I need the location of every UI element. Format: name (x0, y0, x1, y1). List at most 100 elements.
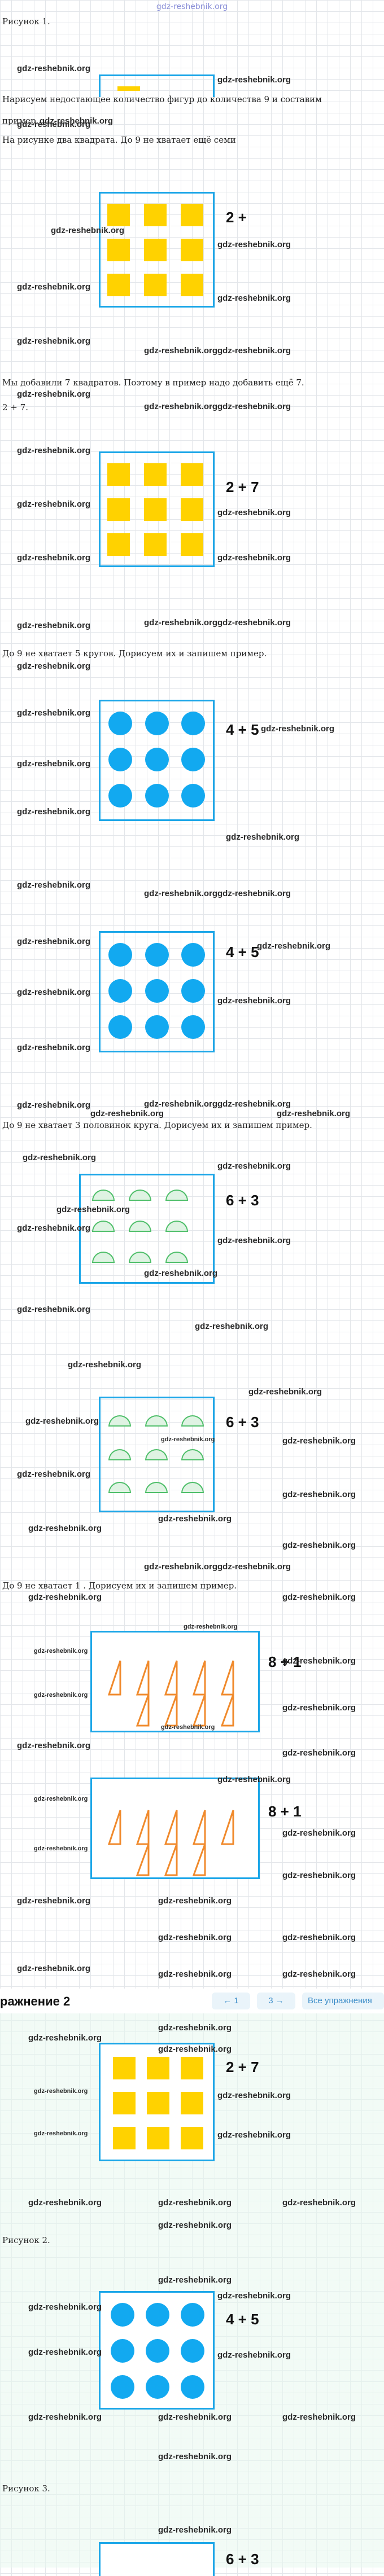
next-exercise-button[interactable]: 3 → (257, 1993, 295, 2009)
watermark: gdz-reshebnik.org (17, 1741, 91, 1750)
watermark: gdz-reshebnik.org (217, 2291, 291, 2301)
watermark: gdz-reshebnik.org (34, 2088, 88, 2095)
watermark: gdz-reshebnik.org (23, 1153, 97, 1162)
watermark: gdz-reshebnik.org (28, 2302, 102, 2312)
watermark: gdz-reshebnik.org (17, 282, 91, 292)
watermark: gdz-reshebnik.org (158, 2023, 232, 2033)
equation-halves: 6 + 3 (226, 1192, 259, 1209)
watermark: gdz-reshebnik.org (217, 1562, 291, 1572)
watermark: gdz-reshebnik.org (17, 1305, 91, 1314)
watermark: gdz-reshebnik.org (158, 1933, 232, 1942)
figure-box-squares (99, 192, 215, 308)
watermark: gdz-reshebnik.org (17, 1964, 91, 1973)
watermark: gdz-reshebnik.org (17, 120, 91, 129)
watermark: gdz-reshebnik.org (158, 2275, 232, 2285)
figure-box-halves (99, 1397, 215, 1512)
watermark: gdz-reshebnik.org (28, 2033, 102, 2043)
watermark: gdz-reshebnik.org (158, 1514, 232, 1524)
watermark: gdz-reshebnik.org (217, 240, 291, 249)
intro-text-2: пример. (2, 116, 39, 126)
equation-squares: 2 + 7 (226, 2059, 259, 2075)
watermark: gdz-reshebnik.org (17, 880, 91, 890)
watermark: gdz-reshebnik.org (161, 1724, 215, 1731)
watermark: gdz-reshebnik.org (68, 1360, 142, 1370)
watermark: gdz-reshebnik.org (282, 1541, 356, 1550)
watermark: gdz-reshebnik.org (144, 346, 218, 356)
watermark: gdz-reshebnik.org (195, 1322, 269, 1331)
watermark: gdz-reshebnik.org (17, 553, 91, 563)
watermark: gdz-reshebnik.org (17, 499, 91, 509)
watermark: gdz-reshebnik.org (28, 2198, 102, 2208)
watermark: gdz-reshebnik.org (226, 832, 300, 842)
triangles-group (107, 1810, 234, 1876)
watermark: gdz-reshebnik.org (34, 1648, 88, 1655)
watermark: gdz-reshebnik.org (282, 1592, 356, 1602)
watermark: gdz-reshebnik.org (17, 621, 91, 630)
watermark: gdz-reshebnik.org (144, 1099, 218, 1109)
watermark: gdz-reshebnik.org (17, 336, 91, 346)
watermark: gdz-reshebnik.org (158, 1969, 232, 1979)
watermark: gdz-reshebnik.org (277, 1109, 351, 1118)
watermark: gdz-reshebnik.org (217, 1775, 291, 1784)
intro-text-3: На рисунке два квадрата. До 9 не хватает… (2, 135, 236, 145)
watermark: gdz-reshebnik.org (17, 1469, 91, 1479)
watermark: gdz-reshebnik.org (17, 708, 91, 718)
watermark: gdz-reshebnik.org (217, 618, 291, 627)
watermark: gdz-reshebnik.org (158, 2044, 232, 2054)
watermark: gdz-reshebnik.org (158, 1896, 232, 1906)
triangles-text: До 9 не хватает 1 . Дорисуем их и запише… (2, 1581, 237, 1591)
watermark: gdz-reshebnik.org (144, 402, 218, 411)
watermark: gdz-reshebnik.org (56, 1205, 130, 1214)
watermark: gdz-reshebnik.org (34, 2130, 88, 2137)
site-title[interactable]: gdz-reshebnik.org (156, 2, 228, 11)
watermark: gdz-reshebnik.org (217, 2130, 291, 2140)
figure-box-triangles (90, 1631, 260, 1732)
watermark: gdz-reshebnik.org (217, 889, 291, 898)
watermark: gdz-reshebnik.org (217, 75, 291, 85)
equation-halves: 6 + 3 (226, 1414, 259, 1430)
all-exercises-button[interactable]: Все упражнения (302, 1993, 384, 2009)
prev-exercise-button[interactable]: ← 1 (212, 1993, 250, 2009)
watermark: gdz-reshebnik.org (17, 988, 91, 997)
watermark: gdz-reshebnik.org (282, 1933, 356, 1942)
equation-halves: 6 + 3 (226, 2551, 259, 2568)
watermark: gdz-reshebnik.org (34, 1845, 88, 1852)
picture2-label: Рисунок 2. (2, 2235, 50, 2245)
watermark: gdz-reshebnik.org (158, 2412, 232, 2422)
watermark: gdz-reshebnik.org (17, 446, 91, 455)
watermark: gdz-reshebnik.org (261, 724, 335, 734)
watermark: gdz-reshebnik.org (17, 807, 91, 817)
watermark: gdz-reshebnik.org (158, 2220, 232, 2230)
equation-circles: 4 + 5 (226, 721, 259, 738)
watermark: gdz-reshebnik.org (28, 2347, 102, 2357)
watermark: gdz-reshebnik.org (28, 1524, 102, 1533)
watermark: gdz-reshebnik.org (282, 2412, 356, 2422)
watermark: gdz-reshebnik.org (217, 293, 291, 303)
watermark: gdz-reshebnik.org (17, 937, 91, 946)
halves-text: До 9 не хватает 3 половинок круга. Дорис… (2, 1120, 312, 1130)
watermark: gdz-reshebnik.org (144, 618, 218, 627)
watermark: gdz-reshebnik.org (248, 1387, 322, 1397)
watermark: gdz-reshebnik.org (282, 2198, 356, 2208)
watermark: gdz-reshebnik.org (184, 1623, 238, 1630)
watermark: gdz-reshebnik.org (217, 508, 291, 517)
watermark: gdz-reshebnik.org (282, 1748, 356, 1758)
figure-box-triangles (90, 1778, 260, 1879)
watermark: gdz-reshebnik.org (158, 2452, 232, 2461)
watermark: gdz-reshebnik.org (282, 1703, 356, 1713)
watermark: gdz-reshebnik.org (144, 889, 218, 898)
exercise-title: ражнение 2 (0, 1994, 71, 2008)
intro-text-1: Нарисуем недостающее количество фигур до… (2, 94, 322, 104)
watermark: gdz-reshebnik.org (158, 2525, 232, 2535)
watermark: gdz-reshebnik.org (17, 64, 91, 73)
watermark: gdz-reshebnik.org (158, 2198, 232, 2208)
figure-box-circles (99, 700, 215, 821)
watermark: gdz-reshebnik.org (282, 1656, 356, 1666)
watermark: gdz-reshebnik.org (17, 1043, 91, 1052)
equation-triangles: 8 + 1 (268, 1803, 302, 1820)
figure-box-circles (99, 931, 215, 1052)
watermark: gdz-reshebnik.org (217, 553, 291, 563)
watermark: gdz-reshebnik.org (282, 1490, 356, 1499)
equation-circles: 4 + 5 (226, 2311, 259, 2328)
watermark: gdz-reshebnik.org (17, 389, 91, 399)
